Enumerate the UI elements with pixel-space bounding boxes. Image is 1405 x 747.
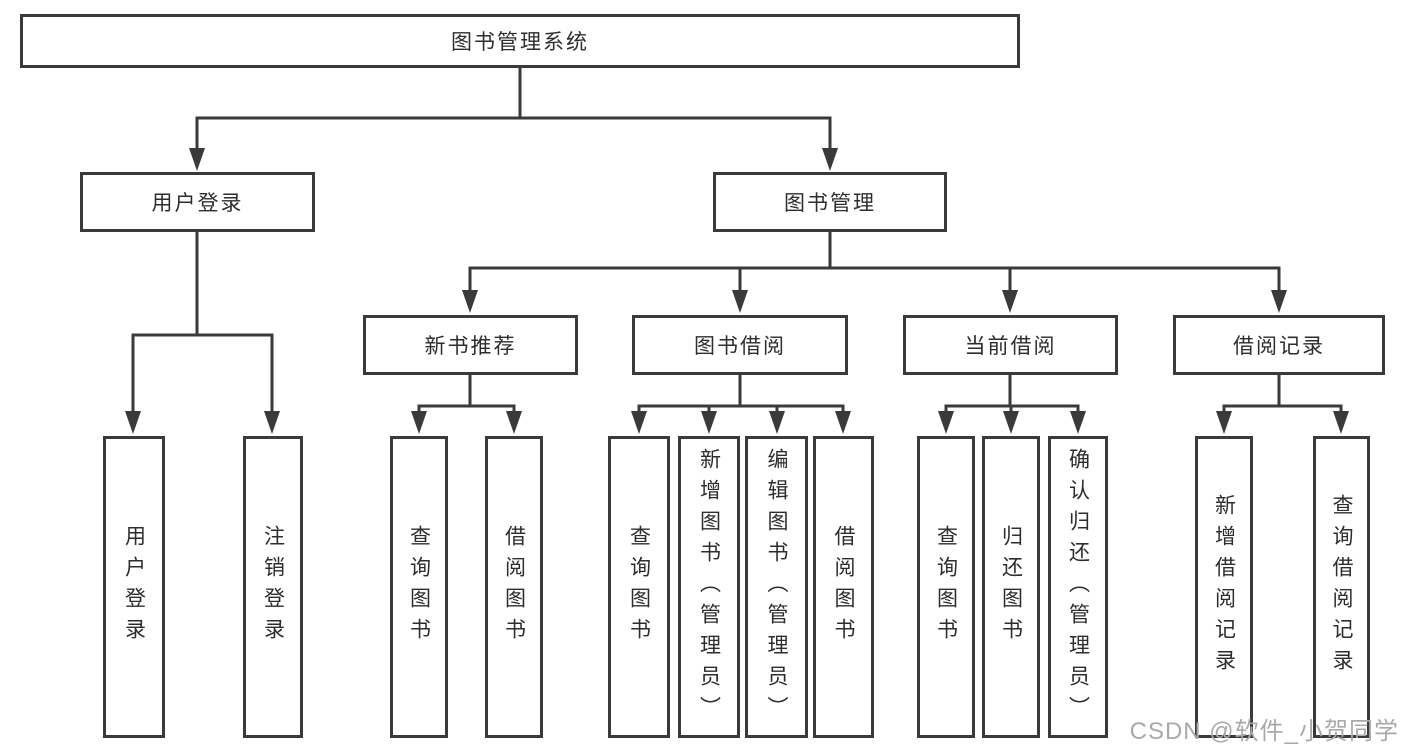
node-label: 图书管理系统 bbox=[451, 31, 589, 54]
node-new-book-recommend: 新书推荐 bbox=[363, 315, 578, 375]
csdn-watermark: CSDN @软件_小贺同学 bbox=[1129, 718, 1399, 745]
node-label: 查询图书 bbox=[934, 525, 958, 649]
node-label: 新书推荐 bbox=[424, 335, 517, 358]
leaf-confirm-return-admin: 确认归还（管理员） bbox=[1048, 436, 1108, 738]
leaf-borrow-books-recommend: 借阅图书 bbox=[485, 436, 543, 738]
arrowheads bbox=[125, 148, 1349, 434]
node-label: 借阅图书 bbox=[832, 525, 855, 649]
node-label: 查询图书 bbox=[407, 525, 431, 649]
leaf-return-books: 归还图书 bbox=[982, 436, 1040, 738]
leaf-query-books-borrow: 查询图书 bbox=[608, 436, 670, 738]
node-label: 注销登录 bbox=[261, 525, 285, 649]
leaf-add-books-admin: 新增图书（管理员） bbox=[678, 436, 740, 738]
node-label: 确认归还（管理员） bbox=[1066, 447, 1090, 727]
node-root-library-system: 图书管理系统 bbox=[20, 14, 1020, 68]
leaf-edit-books-admin: 编辑图书（管理员） bbox=[745, 436, 808, 738]
leaf-user-login: 用户登录 bbox=[103, 436, 165, 738]
node-label: 借阅图书 bbox=[502, 525, 526, 649]
leaf-query-books-current: 查询图书 bbox=[917, 436, 975, 738]
node-borrow-records: 借阅记录 bbox=[1173, 315, 1385, 375]
node-label: 图书管理 bbox=[784, 192, 876, 215]
node-label: 当前借阅 bbox=[964, 335, 1057, 358]
node-label: 编辑图书（管理员） bbox=[765, 447, 788, 727]
node-label: 用户登录 bbox=[122, 525, 146, 649]
leaf-query-borrow-record: 查询借阅记录 bbox=[1313, 436, 1370, 738]
node-label: 查询借阅记录 bbox=[1330, 494, 1353, 680]
leaf-borrow-books: 借阅图书 bbox=[813, 436, 874, 738]
node-book-borrow: 图书借阅 bbox=[632, 315, 848, 375]
node-book-management: 图书管理 bbox=[713, 172, 947, 232]
node-label: 用户登录 bbox=[151, 192, 244, 215]
leaf-query-books-recommend: 查询图书 bbox=[390, 436, 448, 738]
node-label: 新增借阅记录 bbox=[1212, 494, 1236, 680]
node-current-borrow: 当前借阅 bbox=[903, 315, 1118, 375]
node-label: 借阅记录 bbox=[1233, 335, 1325, 358]
node-user-login: 用户登录 bbox=[80, 172, 315, 232]
node-label: 新增图书（管理员） bbox=[697, 447, 721, 727]
leaf-add-borrow-record: 新增借阅记录 bbox=[1195, 436, 1253, 738]
node-label: 查询图书 bbox=[627, 525, 651, 649]
node-label: 归还图书 bbox=[999, 525, 1023, 649]
node-label: 图书借阅 bbox=[694, 335, 786, 358]
leaf-logout: 注销登录 bbox=[243, 436, 303, 738]
